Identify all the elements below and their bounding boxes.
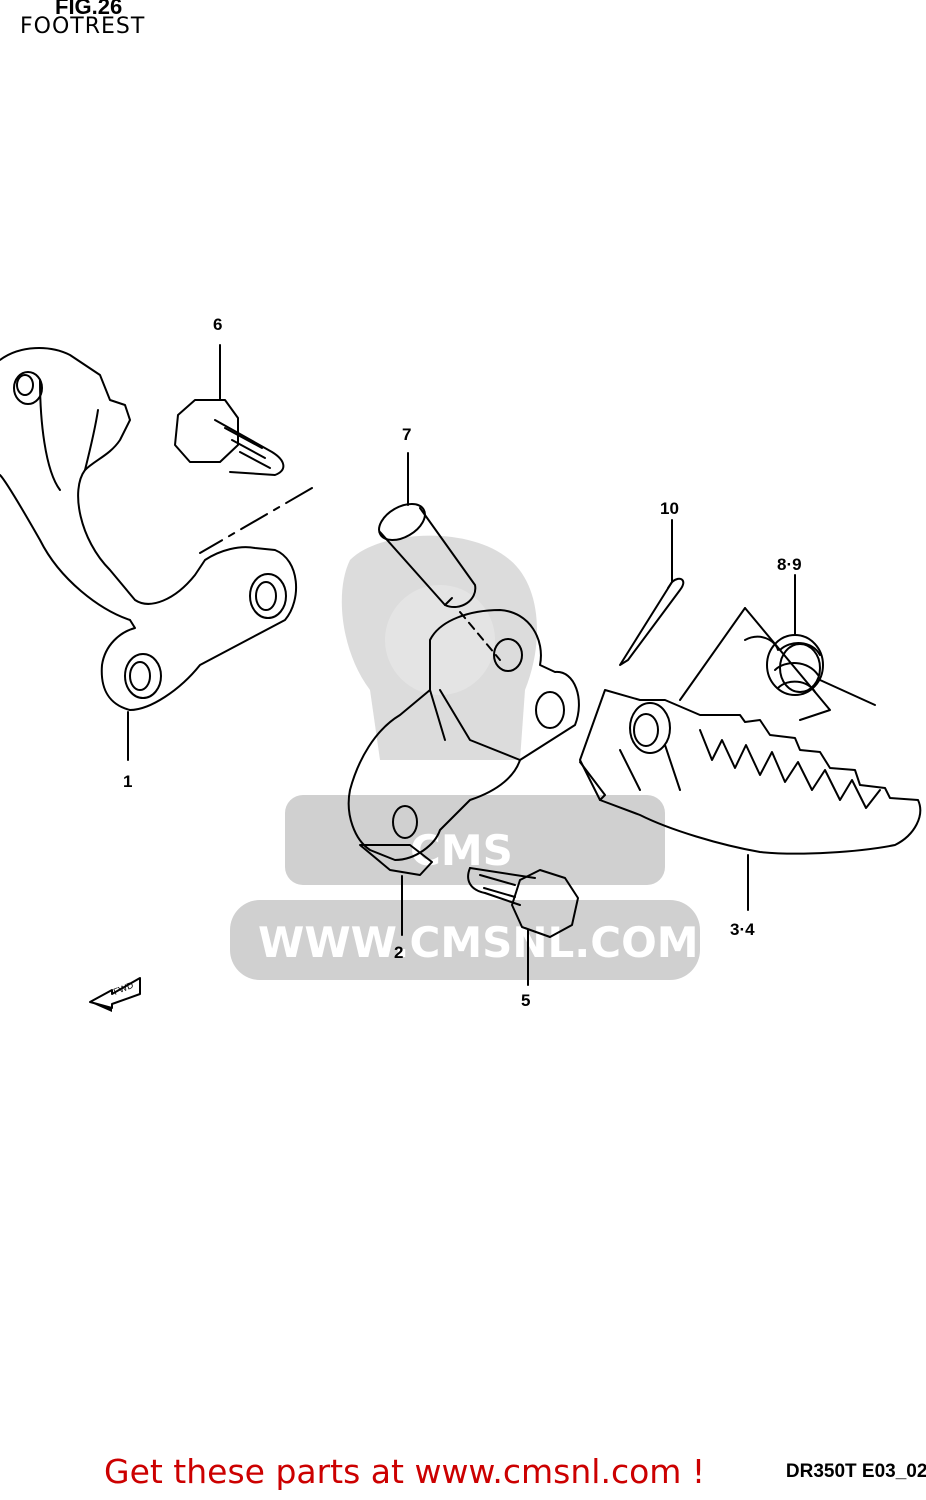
part-7-pin	[378, 502, 477, 608]
callout-2: 2	[394, 943, 403, 962]
watermark-logo	[230, 535, 700, 980]
callout-3-4: 3·4	[730, 920, 755, 939]
part-2-mount	[347, 609, 580, 876]
part-10-cotter-pin	[619, 577, 685, 666]
callout-7: 7	[402, 425, 411, 444]
watermark-url: WWW.CMSNL.COM	[258, 918, 699, 967]
callout-1: 1	[123, 772, 132, 791]
part-8-9-spring	[679, 607, 876, 721]
callout-5: 5	[521, 991, 530, 1010]
fwd-arrow-icon: FWD	[89, 977, 141, 1012]
figure-number: FIG.26	[55, 0, 123, 19]
figure-title: FOOTREST	[20, 14, 146, 39]
callout-8-9: 8·9	[777, 555, 802, 574]
callout-6: 6	[213, 315, 222, 334]
part-6-bolt	[174, 399, 285, 476]
diagram-code: DR350T E03_026	[785, 1461, 926, 1482]
part-6-centerline	[199, 487, 313, 554]
footer-link[interactable]: Get these parts at www.cmsnl.com !	[104, 1452, 706, 1491]
callout-10: 10	[660, 499, 679, 518]
part-7-centerline	[459, 611, 501, 661]
part-3-4-footrest	[579, 689, 922, 855]
part-1-bracket	[0, 347, 298, 711]
part-5-bolt	[467, 867, 579, 938]
